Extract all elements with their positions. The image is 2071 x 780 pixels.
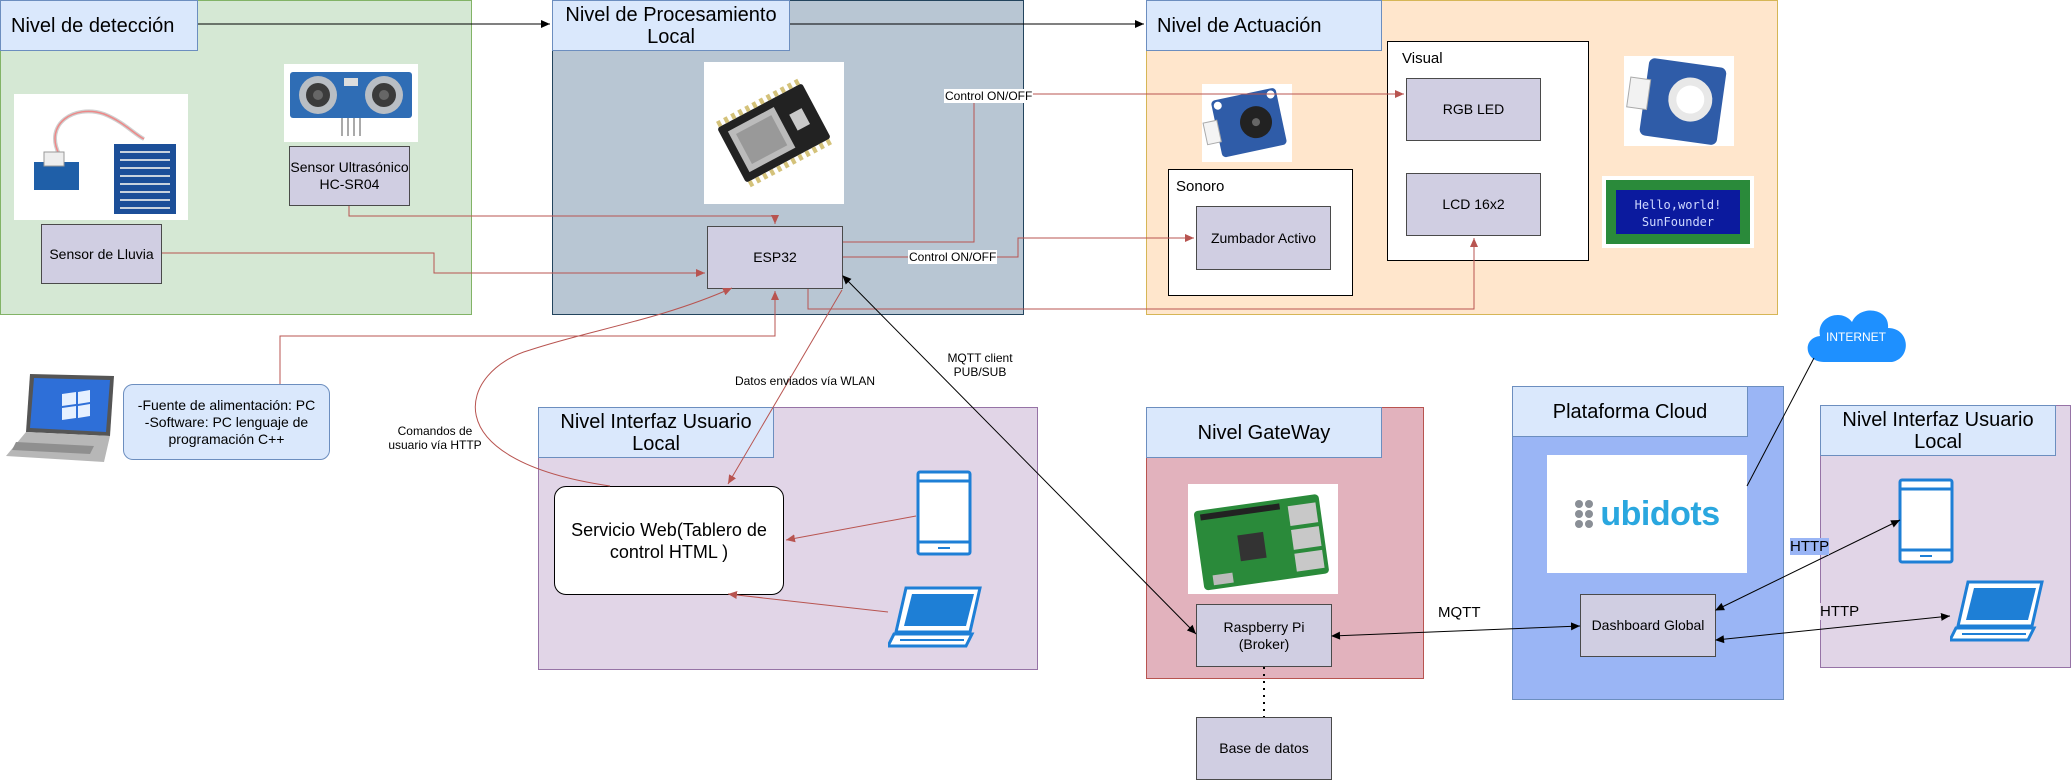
title-deteccion: Nivel de detección bbox=[0, 0, 198, 51]
label-http-2: HTTP bbox=[1820, 603, 1860, 620]
rain-sensor-image bbox=[14, 94, 188, 220]
internet-cloud: INTERNET bbox=[1798, 300, 1914, 378]
raspberry-node[interactable]: Raspberry Pi (Broker) bbox=[1196, 604, 1332, 667]
ubidots-logo-image: ubidots bbox=[1547, 455, 1747, 573]
zumbador-node[interactable]: Zumbador Activo bbox=[1196, 206, 1331, 270]
internet-label: INTERNET bbox=[1826, 330, 1886, 344]
sonoro-label: Sonoro bbox=[1176, 178, 1225, 195]
lcd-module-image: Hello,world! SunFounder bbox=[1602, 176, 1754, 248]
cloud-icon bbox=[1807, 310, 1906, 362]
title-interfaz-local: Nivel Interfaz Usuario Local bbox=[538, 407, 774, 458]
sensor-lluvia-node[interactable]: Sensor de Lluvia bbox=[41, 224, 162, 284]
label-mqtt: MQTT bbox=[1438, 604, 1481, 621]
label-datos-wlan: Datos enviados vía WLAN bbox=[734, 374, 876, 388]
tablet-icon-2 bbox=[1898, 478, 1954, 564]
title-procesamiento: Nivel de Procesamiento Local bbox=[552, 0, 790, 51]
laptop-icon bbox=[888, 586, 982, 648]
visual-label: Visual bbox=[1402, 50, 1443, 67]
ubidots-dots-icon bbox=[1575, 500, 1594, 528]
label-http-1: HTTP bbox=[1790, 538, 1830, 555]
label-control-1: Control ON/OFF bbox=[944, 89, 1034, 103]
lcd-line-1: Hello,world! bbox=[1635, 198, 1722, 212]
servicio-web-node[interactable]: Servicio Web(Tablero de control HTML ) bbox=[554, 486, 784, 595]
rgb-led-node[interactable]: RGB LED bbox=[1406, 78, 1541, 141]
title-interfaz-local-2: Nivel Interfaz Usuario Local bbox=[1820, 405, 2056, 456]
pir-module-image bbox=[1624, 56, 1734, 146]
label-comandos-http: Comandos de usuario vía HTTP bbox=[388, 424, 482, 452]
label-mqtt-client: MQTT client PUB/SUB bbox=[947, 351, 1013, 379]
label-control-2: Control ON/OFF bbox=[908, 250, 998, 264]
esp32-board-image bbox=[704, 62, 844, 204]
raspberry-pi-image bbox=[1188, 484, 1338, 594]
lcd-node[interactable]: LCD 16x2 bbox=[1406, 173, 1541, 236]
ubidots-logo-text: ubidots bbox=[1600, 494, 1720, 533]
title-gateway: Nivel GateWay bbox=[1146, 407, 1382, 458]
laptop-icon-2 bbox=[1950, 580, 2044, 642]
lcd-line-2: SunFounder bbox=[1642, 215, 1714, 229]
sensor-ultrasonico-node[interactable]: Sensor Ultrasónico HC-SR04 bbox=[289, 146, 410, 206]
title-cloud: Plataforma Cloud bbox=[1512, 386, 1748, 437]
laptop-photo bbox=[4, 372, 116, 472]
dashboard-node[interactable]: Dashboard Global bbox=[1580, 594, 1716, 657]
title-actuacion: Nivel de Actuación bbox=[1146, 0, 1382, 51]
base-datos-node[interactable]: Base de datos bbox=[1196, 717, 1332, 780]
buzzer-module-image bbox=[1202, 84, 1292, 162]
ultrasonic-sensor-image bbox=[284, 64, 418, 142]
tablet-icon bbox=[916, 470, 972, 556]
power-note: -Fuente de alimentación: PC -Software: P… bbox=[123, 384, 330, 460]
esp32-node[interactable]: ESP32 bbox=[707, 226, 843, 289]
